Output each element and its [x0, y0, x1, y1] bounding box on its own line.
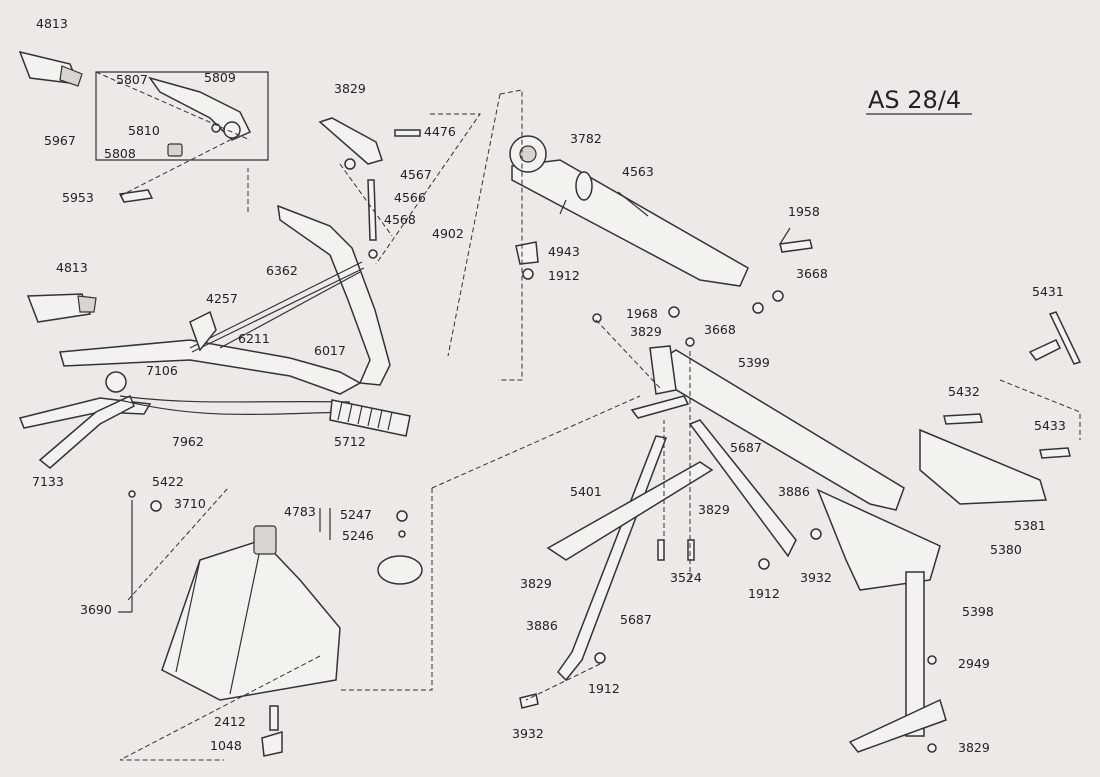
part-label: 5810 — [128, 123, 160, 138]
part-label: 1048 — [210, 738, 242, 753]
part-label: 1912 — [748, 586, 780, 601]
part-label: 3829 — [520, 576, 552, 591]
part-label: 4476 — [424, 124, 456, 139]
part-label: 3524 — [670, 570, 702, 585]
part-label: 1912 — [588, 681, 620, 696]
part-label: 3886 — [526, 618, 558, 633]
diagram-title: AS 28/4 — [866, 86, 972, 115]
part-label: 5246 — [342, 528, 374, 543]
part-label: 5809 — [204, 70, 236, 85]
part-label: 4902 — [432, 226, 464, 241]
part-label: 4567 — [400, 167, 432, 182]
part-label: 5422 — [152, 474, 184, 489]
part-label: 4783 — [284, 504, 316, 519]
part-label: 3886 — [778, 484, 810, 499]
part-label: 3782 — [570, 131, 602, 146]
part-label: 7962 — [172, 434, 204, 449]
part-label: 5807 — [116, 72, 148, 87]
part-label: 5808 — [104, 146, 136, 161]
part-label: 5687 — [620, 612, 652, 627]
part-label: 3829 — [698, 502, 730, 517]
part-label: 4568 — [384, 212, 416, 227]
title-text: AS 28/4 — [868, 86, 961, 114]
part-label: 6211 — [238, 331, 270, 346]
parts-drawing — [18, 50, 1082, 757]
part-label: 1968 — [626, 306, 658, 321]
leader-lines — [95, 71, 1081, 761]
part-label: 5381 — [1014, 518, 1046, 533]
part-label: 3690 — [80, 602, 112, 617]
part-label: 5967 — [44, 133, 76, 148]
part-label: 5687 — [730, 440, 762, 455]
part-label: 5399 — [738, 355, 770, 370]
part-label: 5433 — [1034, 418, 1066, 433]
part-label: 6017 — [314, 343, 346, 358]
part-label: 5380 — [990, 542, 1022, 557]
part-label: 5953 — [62, 190, 94, 205]
part-label: 5401 — [570, 484, 602, 499]
part-label: 1958 — [788, 204, 820, 219]
part-label: 2412 — [214, 714, 246, 729]
part-label: 3932 — [512, 726, 544, 741]
part-label: 5712 — [334, 434, 366, 449]
part-label: 5431 — [1032, 284, 1064, 299]
part-label: 4257 — [206, 291, 238, 306]
part-label: 4563 — [622, 164, 654, 179]
part-label: 4813 — [36, 16, 68, 31]
part-label: 3829 — [334, 81, 366, 96]
part-label: 4813 — [56, 260, 88, 275]
part-label: 2949 — [958, 656, 990, 671]
part-label: 4943 — [548, 244, 580, 259]
part-label: 3932 — [800, 570, 832, 585]
part-label: 6362 — [266, 263, 298, 278]
part-label: 3829 — [630, 324, 662, 339]
part-label: 3710 — [174, 496, 206, 511]
part-label: 3829 — [958, 740, 990, 755]
part-label: 7133 — [32, 474, 64, 489]
part-label: 1912 — [548, 268, 580, 283]
part-label: 5247 — [340, 507, 372, 522]
part-label: 3668 — [796, 266, 828, 281]
part-label: 5398 — [962, 604, 994, 619]
part-label: 5432 — [948, 384, 980, 399]
part-label: 4566 — [394, 190, 426, 205]
part-labels: 4813 5807 5809 3829 4476 5967 5810 5808 … — [32, 16, 1066, 755]
part-label: 3668 — [704, 322, 736, 337]
part-label: 7106 — [146, 363, 178, 378]
